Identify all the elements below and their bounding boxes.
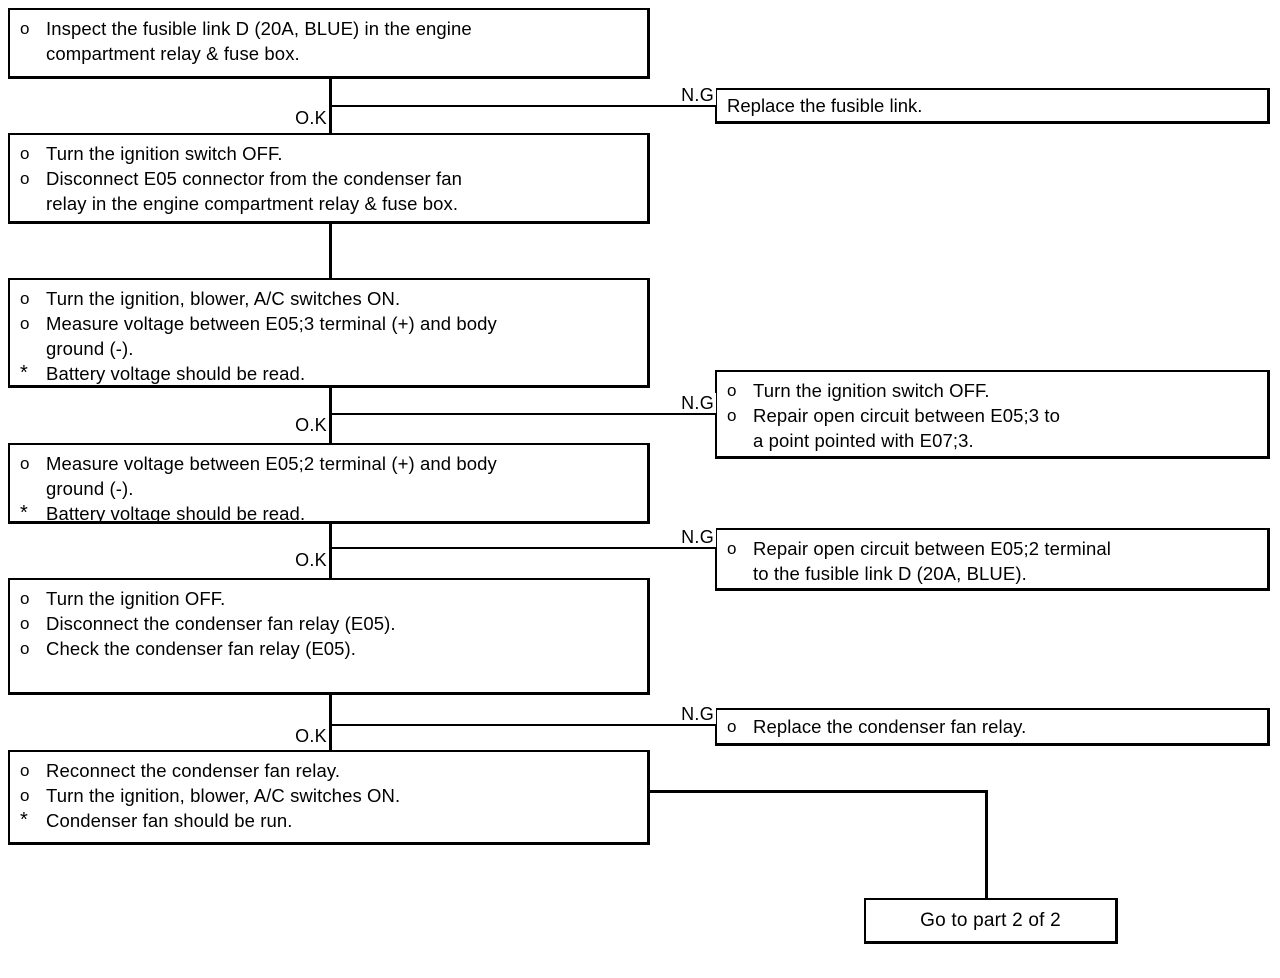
bullet-circle-icon: o — [20, 614, 30, 633]
remedy-box-3: o Repair open circuit between E05;2 term… — [715, 528, 1270, 591]
step-text: ground (-). — [46, 478, 134, 499]
step-line: compartment relay & fuse box. — [20, 41, 637, 66]
step-text: Battery voltage should be read. — [46, 363, 306, 384]
step-text: compartment relay & fuse box. — [46, 43, 300, 64]
remedy-text: Replace the condenser fan relay. — [753, 716, 1027, 737]
step-text: Reconnect the condenser fan relay. — [46, 760, 341, 781]
remedy-text: Repair open circuit between E05;3 to — [753, 405, 1060, 426]
step-text: relay in the engine compartment relay & … — [46, 193, 459, 214]
bullet-circle-icon: o — [20, 169, 30, 188]
remedy-line: a point pointed with E07;3. — [727, 428, 1257, 453]
connector-step6-to-terminator-horizontal — [650, 790, 988, 793]
step-line: * Condenser fan should be run. — [20, 808, 637, 833]
remedy-line: to the fusible link D (20A, BLUE). — [727, 561, 1257, 586]
remedy-line: o Turn the ignition switch OFF. — [727, 378, 1257, 403]
step-line: o Inspect the fusible link D (20A, BLUE)… — [20, 16, 637, 41]
step-text: Measure voltage between E05;3 terminal (… — [46, 313, 497, 334]
step-line: o Measure voltage between E05;3 terminal… — [20, 311, 637, 336]
branch-label-ng-3: N.G — [654, 527, 716, 547]
step-text: Turn the ignition switch OFF. — [46, 143, 283, 164]
step-box-5: o Turn the ignition OFF. o Disconnect th… — [8, 578, 650, 695]
remedy-text: Repair open circuit between E05;2 termin… — [753, 538, 1111, 559]
branch-label-ok-4: O.K — [265, 726, 329, 746]
bullet-circle-icon: o — [20, 144, 30, 163]
step-line: relay in the engine compartment relay & … — [20, 191, 637, 216]
branch-label-ng-4: N.G — [654, 704, 716, 724]
terminator-label: Go to part 2 of 2 — [920, 909, 1061, 931]
bullet-star-icon: * — [20, 809, 28, 831]
step-box-6: o Reconnect the condenser fan relay. o T… — [8, 750, 650, 845]
connector-step3-to-step4 — [329, 388, 332, 443]
step-line: ground (-). — [20, 476, 637, 501]
branch-label-ng-2: N.G — [654, 393, 716, 413]
step-text: Disconnect E05 connector from the conden… — [46, 168, 463, 189]
step-text: Disconnect the condenser fan relay (E05)… — [46, 613, 396, 634]
step-line: o Reconnect the condenser fan relay. — [20, 758, 637, 783]
bullet-circle-icon: o — [20, 639, 30, 658]
step-line: o Disconnect E05 connector from the cond… — [20, 166, 637, 191]
step-text: Turn the ignition, blower, A/C switches … — [46, 288, 401, 309]
step-text: Condenser fan should be run. — [46, 810, 293, 831]
remedy-text: Replace the fusible link. — [727, 95, 923, 116]
step-text: ground (-). — [46, 338, 134, 359]
step-box-2: o Turn the ignition switch OFF. o Discon… — [8, 133, 650, 224]
remedy-line: o Replace the condenser fan relay. — [727, 714, 1257, 739]
step-text: Turn the ignition OFF. — [46, 588, 226, 609]
step-text: Inspect the fusible link D (20A, BLUE) i… — [46, 18, 472, 39]
connector-step4-to-step5 — [329, 524, 332, 578]
remedy-box-2: o Turn the ignition switch OFF. o Repair… — [715, 370, 1270, 459]
connector-ng-branch-4 — [331, 724, 715, 726]
connector-step1-to-step2 — [329, 79, 332, 133]
remedy-text: a point pointed with E07;3. — [753, 430, 974, 451]
remedy-box-1: Replace the fusible link. — [715, 88, 1270, 124]
connector-ng-branch-2 — [331, 413, 715, 415]
step-line: o Turn the ignition, blower, A/C switche… — [20, 783, 637, 808]
bullet-circle-icon: o — [20, 289, 30, 308]
step-text: Measure voltage between E05;2 terminal (… — [46, 453, 497, 474]
connector-ng-branch-3 — [331, 547, 715, 549]
step-line: o Check the condenser fan relay (E05). — [20, 636, 637, 661]
step-line: o Turn the ignition, blower, A/C switche… — [20, 286, 637, 311]
bullet-star-icon: * — [20, 362, 28, 384]
step-line: o Turn the ignition OFF. — [20, 586, 637, 611]
bullet-circle-icon: o — [20, 19, 30, 38]
bullet-circle-icon: o — [20, 589, 30, 608]
bullet-circle-icon: o — [20, 314, 30, 333]
bullet-circle-icon: o — [727, 717, 737, 736]
bullet-circle-icon: o — [20, 786, 30, 805]
step-text: Battery voltage should be read. — [46, 503, 306, 524]
remedy-text: Turn the ignition switch OFF. — [753, 380, 990, 401]
branch-label-ng-1: N.G — [654, 85, 716, 105]
step-line: o Measure voltage between E05;2 terminal… — [20, 451, 637, 476]
bullet-circle-icon: o — [727, 539, 737, 558]
branch-label-ok-2: O.K — [265, 415, 329, 435]
terminator-box-go-to-part-2: Go to part 2 of 2 — [864, 898, 1118, 944]
connector-step2-to-step3 — [329, 224, 332, 278]
bullet-circle-icon: o — [727, 406, 737, 425]
remedy-line: o Repair open circuit between E05;3 to — [727, 403, 1257, 428]
remedy-text: to the fusible link D (20A, BLUE). — [753, 563, 1027, 584]
remedy-box-4: o Replace the condenser fan relay. — [715, 708, 1270, 746]
step-box-4: o Measure voltage between E05;2 terminal… — [8, 443, 650, 524]
step-box-1: o Inspect the fusible link D (20A, BLUE)… — [8, 8, 650, 79]
branch-label-ok-3: O.K — [265, 550, 329, 570]
connector-ng-branch-1 — [331, 105, 715, 107]
step-box-3: o Turn the ignition, blower, A/C switche… — [8, 278, 650, 388]
step-line: ground (-). — [20, 336, 637, 361]
bullet-circle-icon: o — [20, 761, 30, 780]
step-text: Check the condenser fan relay (E05). — [46, 638, 357, 659]
step-line: o Turn the ignition switch OFF. — [20, 141, 637, 166]
bullet-circle-icon: o — [727, 381, 737, 400]
bullet-circle-icon: o — [20, 454, 30, 473]
bullet-star-icon: * — [20, 502, 28, 524]
step-text: Turn the ignition, blower, A/C switches … — [46, 785, 401, 806]
connector-step5-to-step6 — [329, 695, 332, 750]
branch-label-ok-1: O.K — [265, 108, 329, 128]
step-line: o Disconnect the condenser fan relay (E0… — [20, 611, 637, 636]
connector-step6-to-terminator-vertical — [985, 790, 988, 900]
step-line: * Battery voltage should be read. — [20, 361, 637, 386]
step-line: * Battery voltage should be read. — [20, 501, 637, 526]
remedy-line: o Repair open circuit between E05;2 term… — [727, 536, 1257, 561]
